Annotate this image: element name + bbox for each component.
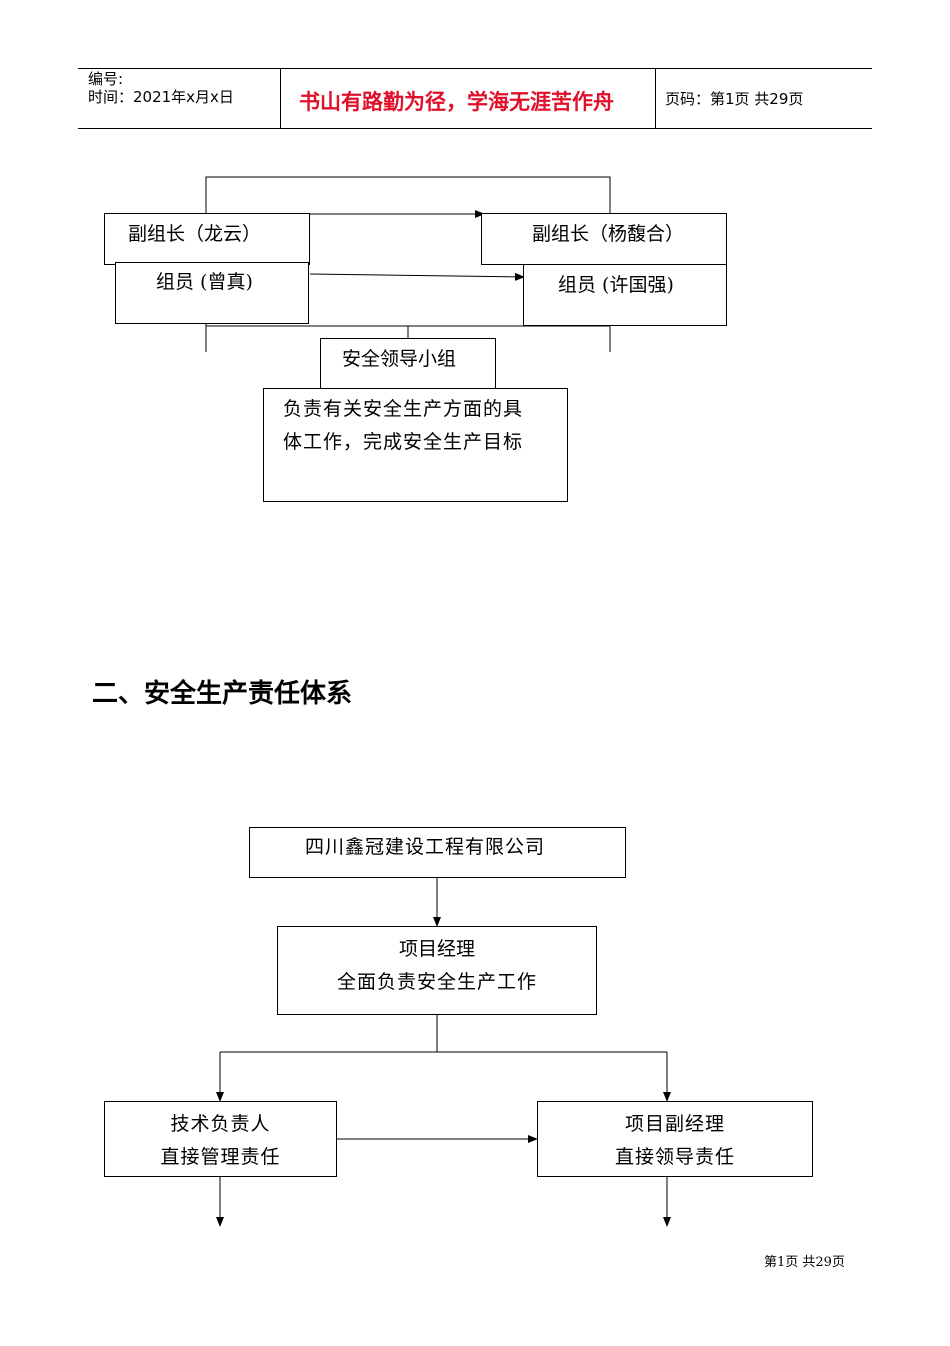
member-left-box (115, 262, 309, 324)
deputy-leader-right-label: 副组长（杨馥合） (532, 223, 685, 245)
duty-box (263, 388, 568, 502)
header-bottom-rule (78, 128, 872, 129)
project-manager-box (277, 926, 597, 1015)
company-label: 四川鑫冠建设工程有限公司 (305, 836, 546, 858)
member-right-label: 组员 (许国强) (558, 274, 674, 296)
tech-lead-box (104, 1101, 337, 1177)
project-manager-duty: 全面负责安全生产工作 (336, 971, 537, 993)
footer-page-number: 第1页 共29页 (764, 1255, 845, 1270)
header-top-rule (78, 68, 872, 69)
duty-line-1: 负责有关安全生产方面的具 (283, 398, 524, 420)
deputy-pm-duty: 直接领导责任 (614, 1146, 735, 1168)
tech-lead-title: 技术负责人 (170, 1113, 271, 1135)
tech-lead-duty: 直接管理责任 (160, 1146, 281, 1168)
section-title: 二、安全生产责任体系 (92, 679, 353, 709)
top-loop-connector (205, 176, 611, 230)
deputy-leader-right-box (481, 213, 727, 265)
deputy-leader-left-label: 副组长（龙云） (128, 223, 262, 245)
document-number-label: 编号: (88, 70, 124, 88)
deputy-pm-title: 项目副经理 (624, 1113, 725, 1135)
header-motto: 书山有路勤为径，学海无涯苦作舟 (299, 89, 614, 114)
document-time-label: 时间：2021年x月x日 (88, 88, 234, 106)
header-page-label: 页码：第1页 共29页 (665, 90, 804, 108)
deputy-leader-left-box (104, 213, 310, 265)
deputy-pm-box (537, 1101, 813, 1177)
member-left-label: 组员 (曾真) (156, 271, 253, 293)
arrow-member-left-to-right (309, 272, 525, 281)
duty-line-2: 体工作，完成安全生产目标 (283, 431, 524, 453)
project-manager-title: 项目经理 (398, 938, 475, 960)
member-right-box (523, 264, 727, 326)
safety-group-label: 安全领导小组 (342, 348, 457, 370)
company-box (249, 827, 626, 878)
header-divider-right (655, 68, 656, 129)
header-divider-left (280, 68, 281, 129)
